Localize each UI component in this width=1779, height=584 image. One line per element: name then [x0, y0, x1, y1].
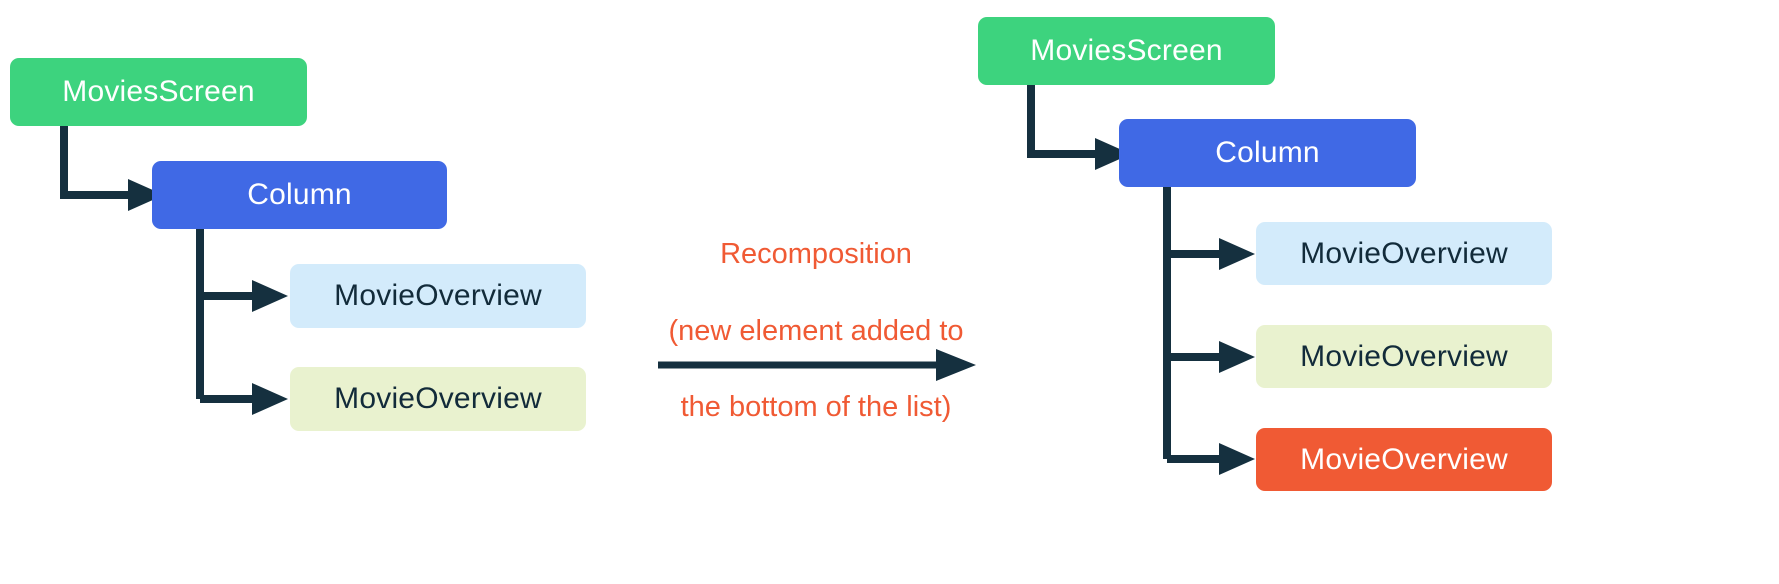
node-movies-screen-right: MoviesScreen — [978, 17, 1275, 85]
node-label: MoviesScreen — [1030, 34, 1223, 67]
node-movie-overview-left-2: MovieOverview — [290, 367, 586, 431]
connector-column-to-movies-left — [196, 229, 288, 415]
caption-line-1: Recomposition — [720, 238, 912, 271]
node-label: MovieOverview — [1300, 339, 1508, 373]
node-column-right: Column — [1119, 119, 1416, 187]
recomposition-caption: Recomposition (new element added to the … — [650, 197, 982, 465]
node-movie-overview-right-2: MovieOverview — [1256, 325, 1552, 388]
node-movie-overview-right-1: MovieOverview — [1256, 222, 1552, 285]
node-label: MoviesScreen — [62, 75, 255, 108]
node-label: MovieOverview — [334, 382, 542, 415]
node-movies-screen-left: MoviesScreen — [10, 58, 307, 126]
connector-moviesscreen-to-column-right — [1027, 85, 1131, 170]
connector-column-to-movies-right — [1163, 187, 1255, 475]
node-label: Column — [1215, 136, 1320, 169]
node-column-left: Column — [152, 161, 447, 229]
connector-moviesscreen-to-column-left — [60, 126, 164, 211]
node-label: Column — [247, 178, 352, 211]
caption-line-3: the bottom of the list) — [680, 391, 952, 424]
recomposition-flow-arrow — [658, 349, 976, 381]
node-movie-overview-right-3-new: MovieOverview — [1256, 428, 1552, 491]
caption-line-2: (new element added to — [668, 314, 964, 347]
node-label: MovieOverview — [334, 279, 542, 312]
node-label: MovieOverview — [1300, 442, 1508, 476]
node-movie-overview-left-1: MovieOverview — [290, 264, 586, 328]
node-label: MovieOverview — [1300, 236, 1508, 270]
